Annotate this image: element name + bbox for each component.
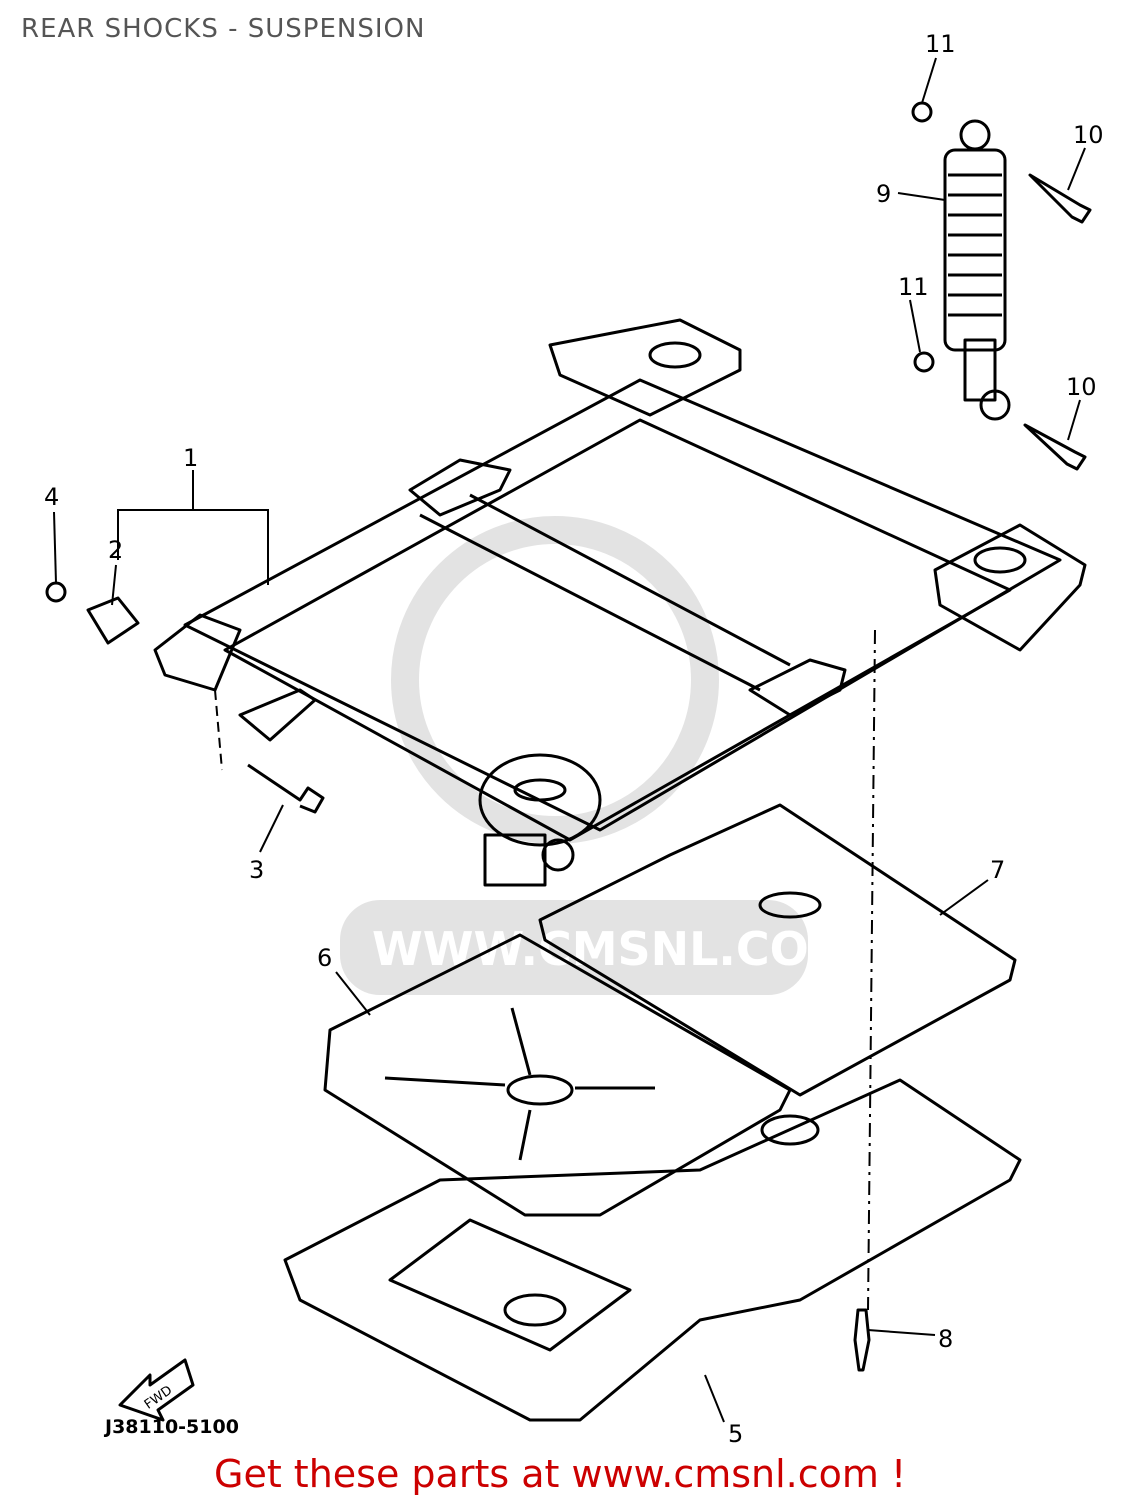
callout-10-top: 10 (1073, 121, 1104, 149)
nut-11-top (911, 101, 933, 123)
callout-3: 3 (249, 856, 264, 884)
watermark: WWW.CMSNL.COM (340, 516, 855, 995)
bolt-8 (853, 1308, 871, 1372)
svg-text:WWW.CMSNL.COM: WWW.CMSNL.COM (372, 922, 855, 976)
callout-4: 4 (44, 483, 59, 511)
leader-lines (53, 57, 1086, 1423)
callout-6: 6 (317, 944, 332, 972)
callout-10-bottom: 10 (1066, 373, 1097, 401)
promo-link[interactable]: Get these parts at www.cmsnl.com ! (214, 1452, 907, 1496)
swingarm-frame (153, 318, 1087, 887)
pad-7 (538, 803, 1017, 1097)
nut-4 (45, 581, 67, 603)
drawing (45, 101, 1092, 1422)
bolt-3 (247, 763, 325, 814)
callout-9: 9 (876, 180, 891, 208)
pad-6 (323, 933, 792, 1217)
page-title: REAR SHOCKS - SUSPENSION (21, 14, 426, 44)
callout-1: 1 (183, 444, 198, 472)
callout-11-top: 11 (925, 30, 956, 58)
callout-7: 7 (990, 856, 1005, 884)
nut-11-bottom (913, 351, 935, 373)
callout-2: 2 (108, 536, 123, 564)
bolt-10-bottom (1023, 423, 1087, 471)
forward-arrow-icon (118, 1358, 195, 1422)
bolt-10-top (1028, 173, 1092, 224)
callout-5: 5 (728, 1420, 743, 1448)
diagram-code: J38110-5100 (105, 1416, 239, 1438)
skid-plate-5 (283, 1078, 1022, 1422)
callout-8: 8 (938, 1325, 953, 1353)
rear-shock-absorber (943, 119, 1011, 421)
callout-labels: 1 2 3 4 5 6 7 8 9 10 10 11 11 (44, 30, 1104, 1448)
collar-2 (86, 596, 140, 645)
callout-11-bottom: 11 (898, 273, 929, 301)
